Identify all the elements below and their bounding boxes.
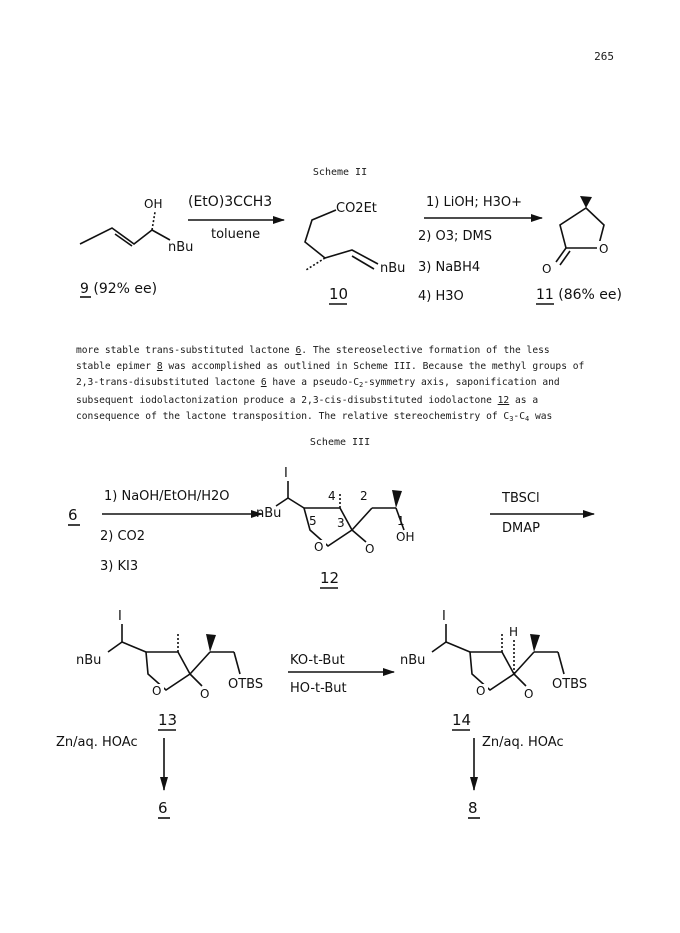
reagent-zn-hoac-left: Zn/aq. HOAc <box>56 735 138 750</box>
reagent-ho-t-but: HO-t-But <box>290 681 347 696</box>
atom-carbonyl-o-12: O <box>365 542 374 556</box>
atom-nbu: nBu <box>168 240 193 255</box>
reagent-toluene: toluene <box>211 227 260 242</box>
reagent2-step3: 3) NaBH4 <box>418 260 480 275</box>
body-paragraph: more stable trans-substituted lactone 6.… <box>76 343 616 427</box>
atom-otbs-14: OTBS <box>552 677 587 692</box>
atom-i-13: I <box>118 609 122 624</box>
atom-co2et: CO2Et <box>336 201 377 216</box>
atom-nbu-14: nBu <box>400 653 425 668</box>
carbon-number-2: 2 <box>360 489 368 503</box>
atom-carbonyl-o: O <box>542 262 551 276</box>
atom-nbu-10: nBu <box>380 261 405 276</box>
reagent-tbscl: TBSCl <box>501 491 540 506</box>
compound-14-structure: I nBu H O O OTBS <box>400 609 587 701</box>
product-compound-6: 6 <box>158 799 168 817</box>
atom-ring-o-12: O <box>314 540 323 554</box>
atom-nbu-13: nBu <box>76 653 101 668</box>
reagent3-step1: 1) NaOH/EtOH/H2O <box>104 489 230 504</box>
paragraph-line-3: 2,3-trans-disubstituted lactone 6 have a… <box>76 377 560 389</box>
carbon-number-4: 4 <box>328 489 336 503</box>
scheme-ii-caption: Scheme II <box>312 167 368 178</box>
atom-ring-o-13: O <box>152 684 161 698</box>
atom-ring-o-14: O <box>476 684 485 698</box>
scheme-ii-diagram: OH nBu 9 (92% ee) (EtO)3CCH3 toluene CO2… <box>79 194 622 305</box>
atom-otbs-13: OTBS <box>228 677 263 692</box>
atom-h-14: H <box>509 625 518 639</box>
atom-carbonyl-o-14: O <box>524 687 533 701</box>
paragraph-line-5: consequence of the lactone transposition… <box>76 411 553 423</box>
scheme-iii-caption: Scheme III <box>309 437 371 448</box>
reagent2-step1: 1) LiOH; H3O+ <box>426 195 522 210</box>
atom-i-12: I <box>284 466 288 481</box>
reagent2-step4: 4) H3O <box>418 289 464 304</box>
atom-i-14: I <box>442 609 446 624</box>
carbon-number-3: 3 <box>337 516 345 530</box>
reagent3-step2: 2) CO2 <box>100 529 145 544</box>
reagent-ko-t-but: KO-t-But <box>290 653 345 668</box>
reagent-triethyl-orthoacetate: (EtO)3CCH3 <box>188 194 272 210</box>
reagent-zn-hoac-right: Zn/aq. HOAc <box>482 735 564 750</box>
paragraph-line-4: subsequent iodolactonization produce a 2… <box>76 395 539 406</box>
carbon-number-5: 5 <box>309 514 317 528</box>
compound-13-label: 13 <box>158 711 177 729</box>
compound-11-label: 11 (86% ee) <box>536 287 622 303</box>
compound-10-label: 10 <box>329 285 348 303</box>
atom-oh-12: OH <box>396 530 414 544</box>
atom-carbonyl-o-13: O <box>200 687 209 701</box>
atom-ring-o: O <box>599 242 608 256</box>
carbon-number-1: 1 <box>397 514 405 528</box>
reagent2-step2: 2) O3; DMS <box>418 229 492 244</box>
compound-13-structure: I nBu O O OTBS <box>76 609 263 701</box>
reagent-dmap: DMAP <box>502 521 540 536</box>
atom-oh: OH <box>144 197 162 211</box>
compound-14-label: 14 <box>452 711 471 729</box>
compound-9-structure: OH nBu <box>79 197 193 255</box>
compound-12-structure: I nBu O O OH 5 4 3 2 1 <box>256 466 414 556</box>
atom-nbu-12: nBu <box>256 506 281 521</box>
compound-10-structure: CO2Et nBu <box>304 201 405 276</box>
compound-11-structure: O O <box>542 196 608 276</box>
scheme-iii-diagram: 6 1) NaOH/EtOH/H2O 2) CO2 3) KI3 I nBu O… <box>56 466 595 819</box>
compound-12-label: 12 <box>320 569 339 587</box>
paragraph-line-1: more stable trans-substituted lactone 6.… <box>76 345 550 356</box>
compound-9-label: 9 (92% ee) <box>80 281 157 297</box>
product-compound-8: 8 <box>468 799 478 817</box>
start-compound-6: 6 <box>68 506 78 524</box>
reagent3-step3: 3) KI3 <box>100 559 138 574</box>
paragraph-line-2: stable epimer 8 was accomplished as outl… <box>76 361 585 372</box>
page-number: 265 <box>594 50 614 63</box>
